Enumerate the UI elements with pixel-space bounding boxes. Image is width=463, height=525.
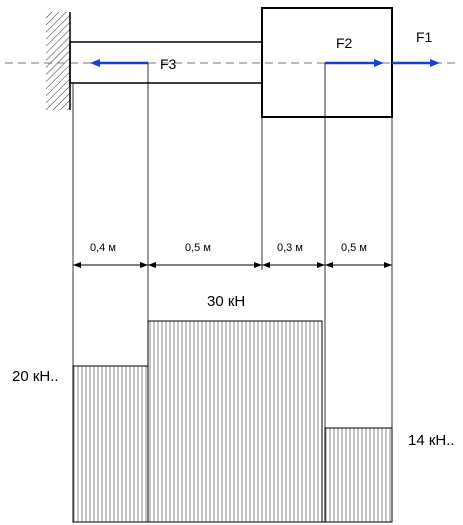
wall-support	[46, 12, 71, 110]
force-f3-label: F3	[160, 56, 177, 72]
diagram-value-left: 20 кН..	[12, 368, 59, 385]
force-f2-arrow	[325, 59, 384, 67]
diagram-value-right: 14 кН..	[408, 432, 455, 449]
force-f3-arrow	[90, 59, 148, 67]
force-f2-label: F2	[336, 35, 353, 51]
diagram-value-middle: 30 кН	[207, 293, 245, 310]
dimension-label-1: 0,4 м	[90, 242, 116, 254]
force-f1-label: F1	[416, 29, 433, 45]
diagram-block-left	[72, 365, 149, 523]
dimension-line	[73, 262, 392, 268]
dimension-label-3: 0,3 м	[277, 242, 303, 254]
diagram-block-right	[324, 427, 393, 523]
dimension-label-4: 0,5 м	[341, 242, 367, 254]
force-f1-arrow	[392, 59, 440, 67]
dimension-label-2: 0,5 м	[185, 242, 211, 254]
diagram-block-middle	[147, 320, 323, 523]
